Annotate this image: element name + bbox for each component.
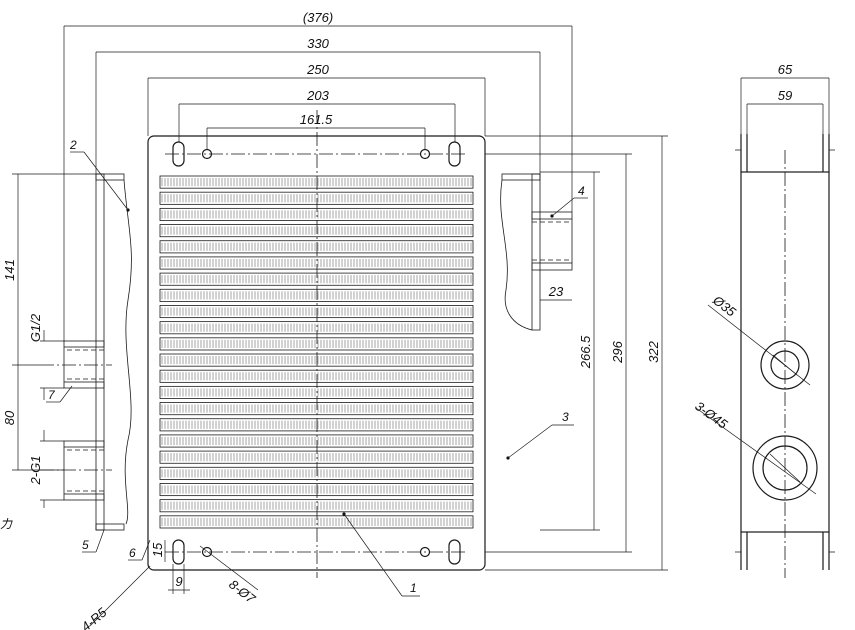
- fin-row: [159, 240, 474, 254]
- dim-slot-edge-offset-label: 9: [175, 574, 182, 589]
- dim-port-span: 330: [95, 36, 541, 174]
- dim-port-upper-offset-label: 141: [2, 259, 17, 281]
- fin-row: [159, 272, 474, 286]
- fin-lines: [161, 275, 472, 284]
- dim-plate-width-label: 250: [306, 62, 329, 77]
- bottom-right-hole: [419, 546, 431, 558]
- fin-lines: [161, 372, 472, 381]
- dim-plate-height-label: 296: [610, 340, 625, 363]
- dim-tank-port-length-label: 23: [548, 284, 564, 299]
- fin-row: [159, 450, 474, 464]
- fin-row: [159, 515, 474, 529]
- fin-lines: [161, 436, 472, 446]
- top-left-slot: [172, 141, 185, 167]
- fin-lines: [161, 178, 472, 187]
- dim-right-side: 266.5 296 322 23: [485, 135, 668, 571]
- fin-row: [159, 434, 474, 448]
- fin-lines: [161, 501, 472, 510]
- callout-3: 3: [562, 410, 569, 424]
- fin-row: [159, 207, 474, 221]
- dim-port-span-label: 330: [307, 36, 329, 51]
- mount-holes-label: 8-Ø7: [226, 577, 259, 607]
- callouts: 2 4 3 1 7 5 6: [46, 138, 588, 597]
- callout-6: 6: [129, 546, 136, 560]
- fin-row: [159, 175, 474, 189]
- dim-hole-span: 161.5: [206, 112, 426, 150]
- callout-7: 7: [48, 388, 56, 402]
- callout-4: 4: [578, 184, 585, 198]
- side-inner-width-label: 59: [778, 88, 792, 103]
- fin-lines: [161, 291, 472, 300]
- dim-overall-height-label: 322: [646, 340, 661, 362]
- fin-lines: [161, 388, 472, 397]
- fin-lines: [161, 194, 472, 203]
- dim-slot-span-label: 203: [306, 88, 329, 103]
- side-outer-width-label: 65: [778, 62, 793, 77]
- fin-lines: [161, 453, 472, 462]
- dim-port-spacing-label: 80: [2, 410, 17, 425]
- port-small-label: Ø35: [709, 292, 739, 320]
- fin-lines: [161, 469, 472, 478]
- corner-radius-label: 4-R5: [78, 604, 110, 630]
- fin-row: [159, 418, 474, 432]
- dim-core-height-label: 266.5: [578, 335, 593, 369]
- dim-overall-width: (376): [63, 10, 573, 342]
- finned-core: [159, 175, 474, 529]
- thread-upper-label: G1/2: [28, 313, 43, 342]
- fin-lines: [161, 517, 472, 526]
- fin-lines: [161, 242, 472, 251]
- fin-lines: [161, 226, 472, 235]
- fin-row: [159, 385, 474, 399]
- fin-row: [159, 288, 474, 302]
- bottom-right-slot: [448, 539, 461, 565]
- fin-row: [159, 466, 474, 480]
- fin-row: [159, 224, 474, 238]
- fin-lines: [161, 307, 472, 316]
- fin-lines: [161, 485, 472, 494]
- fin-row: [159, 191, 474, 205]
- fin-row: [159, 337, 474, 351]
- fin-row: [159, 353, 474, 367]
- fin-row: [159, 499, 474, 513]
- fin-row: [159, 321, 474, 335]
- callout-1: 1: [410, 581, 417, 595]
- callout-5: 5: [82, 538, 89, 552]
- dim-overall-width-label: (376): [303, 10, 333, 25]
- edge-fragment: 力: [0, 517, 13, 531]
- front-view: (376) 330 250 203 161.5: [0, 10, 668, 630]
- dim-left-side: 141 80 G1/2 2-G1 力: [0, 173, 96, 531]
- fin-row: [159, 369, 474, 383]
- thread-lower-label: 2-G1: [28, 456, 43, 486]
- bottom-left-hole: [201, 546, 213, 558]
- dim-bottom: 15 9 8-Ø7 4-R5: [78, 540, 259, 630]
- fin-lines: [161, 356, 472, 365]
- fin-lines: [161, 404, 472, 413]
- right-tank: [500, 173, 573, 331]
- left-tank: [40, 173, 132, 531]
- fin-lines: [161, 339, 472, 348]
- dim-plate-width: 250: [147, 62, 486, 136]
- dim-hole-span-label: 161.5: [300, 112, 333, 127]
- dim-slot-span: 203: [178, 88, 456, 142]
- fin-row: [159, 305, 474, 319]
- fin-row: [159, 402, 474, 416]
- mounting-plate: [147, 135, 486, 571]
- fin-row: [159, 483, 474, 497]
- callout-2: 2: [69, 138, 77, 152]
- fin-lines: [161, 323, 472, 332]
- fin-lines: [161, 258, 472, 268]
- fin-row: [159, 256, 474, 270]
- port-large-label: 3-Ø45: [692, 398, 731, 432]
- dim-hole-edge-offset-label: 15: [150, 542, 165, 557]
- bottom-left-slot: [172, 539, 185, 565]
- side-view: 65 59 Ø35 3-Ø45: [692, 62, 835, 578]
- fin-lines: [161, 420, 472, 429]
- top-right-slot: [448, 141, 461, 167]
- fin-lines: [161, 210, 472, 219]
